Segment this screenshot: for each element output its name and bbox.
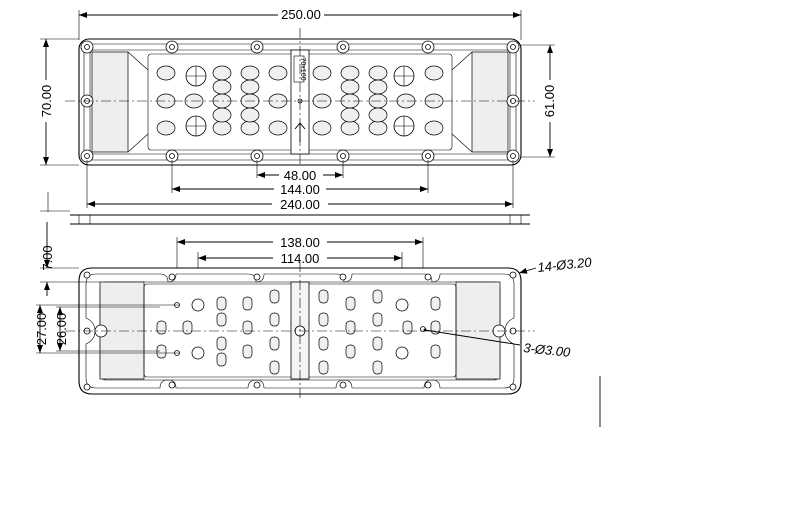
dim-61: 61.00 [542,85,557,118]
top-view: 250.00 70x160 [38,6,557,212]
label-plate-text: 70x160 [299,58,306,81]
dim-26: 26.00 [54,313,69,346]
dim-250: 250.00 [281,7,321,22]
dim-144: 144.00 [280,182,320,197]
top-end-block-left [91,51,129,153]
dim-27: 27.00 [34,313,49,346]
dim-48: 48.00 [284,168,317,183]
bottom-bosses [191,298,409,360]
dim-138: 138.00 [280,235,320,250]
callout-mount-holes: 14-Ø3.20 [537,254,593,275]
dim-7: 7.00 [40,245,55,270]
label-plate [293,55,305,83]
side-view-strip [40,192,530,225]
dim-240: 240.00 [280,197,320,212]
top-mount-bosses [185,65,415,137]
bottom-screw-holes [83,271,517,391]
dim-70: 70.00 [39,85,54,118]
top-end-block-right [471,51,509,153]
dim-114: 114.00 [281,251,320,266]
top-screw-holes [80,40,520,163]
bottom-view: 138.00 114.00 [34,222,601,427]
callout-small-holes: 3-Ø3.00 [523,340,572,360]
